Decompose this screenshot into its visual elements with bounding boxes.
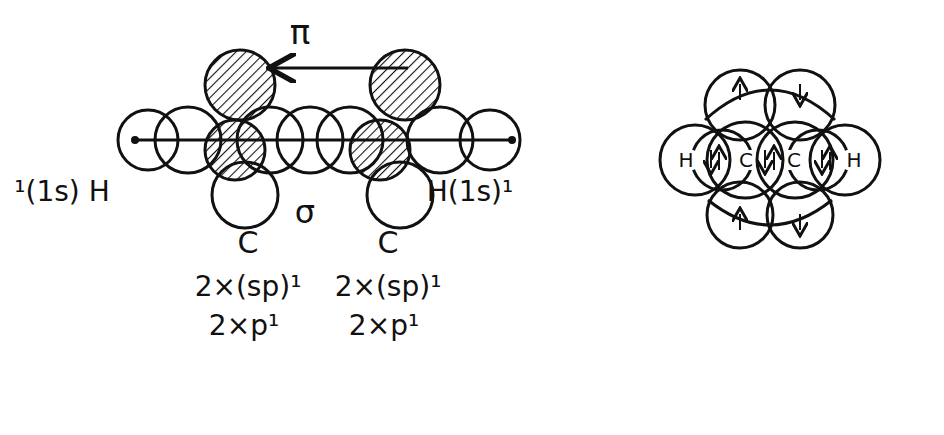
pi-label: π: [290, 15, 310, 49]
atom-letter: C: [785, 150, 803, 170]
orbital-label: 2×(sp)¹: [195, 273, 302, 301]
orbital-label: 2×p¹: [349, 312, 419, 340]
atom-letter: C: [737, 150, 755, 170]
atom-letter: H: [844, 150, 863, 170]
orbital-label: 2×p¹: [209, 312, 279, 340]
atom-label: H(1s)¹: [427, 178, 514, 206]
atom-label: ¹(1s) H: [14, 178, 109, 206]
atom-label: C: [238, 228, 259, 258]
atom-label: C: [378, 228, 399, 258]
atom-letter: H: [676, 150, 695, 170]
sigma-label: σ: [295, 196, 315, 228]
orbital-label: 2×(sp)¹: [335, 273, 442, 301]
